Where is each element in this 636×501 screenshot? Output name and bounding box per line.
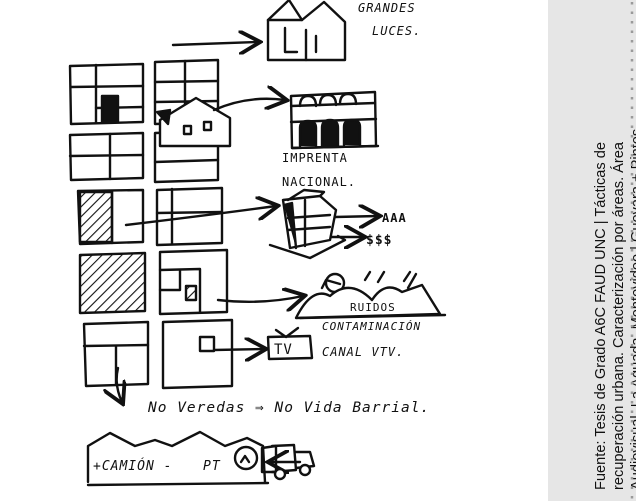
label-no-veredas: No Veredas ⇒ No Vida Barrial.: [147, 400, 430, 416]
label-camion: +CAMIÓN -: [93, 458, 172, 474]
tv-icon: [266, 326, 314, 361]
houses-truck-icon: [86, 430, 316, 487]
label-grandes: GRANDES: [358, 1, 416, 15]
tower-icon: [268, 188, 347, 260]
credit-strip: Fuente: Tesis de Grado A6C FAUD UNC | Tá…: [548, 0, 636, 501]
dotted-border: [630, 2, 634, 499]
noise-hills-icon: [294, 270, 447, 320]
block-2: [68, 96, 232, 184]
label-pt: PT: [203, 459, 221, 474]
label-aaa: AAA: [382, 211, 407, 225]
building-icon: [289, 90, 380, 150]
house-icon: [266, 0, 347, 62]
label-tv: TV: [274, 342, 293, 358]
label-ruidos: RUIDOS: [350, 301, 396, 314]
block-1: [68, 58, 220, 126]
block-3: [76, 186, 224, 247]
label-money: $$$: [366, 233, 392, 248]
label-nacional: NACIONAL.: [282, 175, 356, 189]
block-5: [82, 318, 234, 390]
label-imprenta: IMPRENTA: [282, 151, 348, 165]
label-canal: CANAL VTV.: [322, 345, 404, 359]
block-4: [78, 248, 229, 316]
label-luces: LUCES.: [372, 24, 421, 38]
sketch-diagram: GRANDES LUCES. IMPRENTA NACIONAL. AAA $$…: [68, 0, 447, 487]
label-contaminacion: CONTAMINACIÓN: [322, 320, 421, 333]
